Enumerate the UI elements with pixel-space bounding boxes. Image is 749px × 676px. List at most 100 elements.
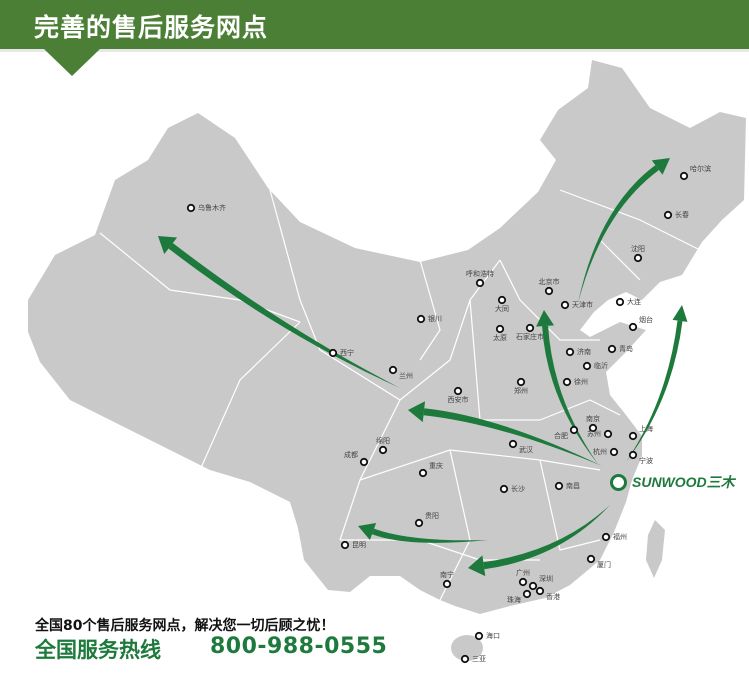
hainan-island — [451, 635, 483, 661]
arrow-head-icon — [408, 401, 426, 423]
city-label: 石家庄市 — [516, 332, 544, 341]
city-label: 上海 — [639, 424, 653, 433]
province-border — [99, 232, 301, 323]
city-marker: 天津市 — [560, 300, 593, 310]
location-dot-icon — [418, 468, 428, 478]
city-label: 北京市 — [539, 277, 560, 286]
city-label: 哈尔滨 — [690, 164, 711, 173]
city-marker: 西安市 — [448, 386, 469, 404]
city-label: 烟台 — [639, 315, 653, 324]
location-dot-icon — [663, 210, 673, 220]
china-landmass — [28, 60, 746, 661]
location-dot-icon — [569, 425, 579, 435]
city-label: 杭州 — [593, 447, 607, 456]
location-dot-icon — [628, 450, 638, 460]
header-pointer — [44, 49, 100, 76]
location-dot-icon — [582, 361, 592, 371]
city-marker: 深圳 — [528, 574, 553, 591]
location-dot-icon — [516, 377, 526, 387]
brand-name: SUNWOOD三木 — [632, 474, 735, 490]
city-marker: 上海 — [628, 424, 653, 441]
location-dot-icon — [615, 297, 625, 307]
location-dot-icon — [633, 253, 643, 263]
taiwan-island — [646, 520, 665, 578]
city-label: 深圳 — [539, 574, 553, 583]
service-arrow — [536, 310, 598, 464]
location-dot-icon — [562, 377, 572, 387]
location-dot-icon — [603, 429, 613, 439]
logo-ring-icon — [610, 473, 627, 491]
city-marker: 大连 — [615, 297, 641, 307]
city-label: 西安市 — [448, 395, 469, 404]
city-label: 三亚 — [472, 655, 486, 663]
location-dot-icon — [679, 171, 689, 181]
city-label: 宁波 — [639, 456, 653, 465]
city-marker: 北京市 — [539, 277, 560, 296]
service-arrow — [578, 158, 670, 303]
city-marker: 香港 — [535, 586, 560, 601]
hotline-number[interactable]: 800-988-0555 — [210, 634, 388, 659]
location-dot-icon — [601, 532, 611, 542]
city-marker: 厦门 — [586, 554, 611, 569]
location-dot-icon — [453, 386, 463, 396]
province-border — [199, 321, 301, 471]
city-marker: 杭州 — [593, 447, 619, 457]
city-label: 海口 — [486, 631, 500, 640]
city-marker: 呼和浩特 — [466, 269, 494, 288]
city-label: 大同 — [495, 304, 509, 313]
arrow-head-icon — [672, 305, 688, 322]
arrow-body — [371, 528, 488, 543]
location-dot-icon — [528, 581, 538, 591]
city-marker: 长春 — [663, 210, 689, 220]
city-label: 济南 — [577, 347, 591, 356]
city-marker: 银川 — [416, 314, 442, 324]
location-dot-icon — [416, 314, 426, 324]
service-arrow — [358, 523, 488, 543]
city-marker: 青岛 — [607, 344, 633, 354]
city-marker: 济南 — [565, 347, 591, 357]
province-border — [359, 449, 601, 481]
city-label: 广州 — [516, 568, 530, 577]
city-label: 贵阳 — [425, 511, 439, 520]
arrow-head-icon — [358, 523, 377, 540]
location-dot-icon — [186, 203, 196, 213]
city-marker: 昆明 — [340, 540, 366, 550]
location-dot-icon — [328, 348, 338, 358]
location-dot-icon — [499, 484, 509, 494]
city-label: 天津市 — [572, 300, 593, 309]
city-marker: 郑州 — [514, 377, 528, 395]
location-dot-icon — [607, 344, 617, 354]
service-arrows — [158, 158, 688, 577]
city-marker: 西宁 — [328, 348, 354, 358]
city-label: 成都 — [344, 450, 358, 459]
city-marker: 南京 — [586, 414, 600, 433]
location-dot-icon — [340, 540, 350, 550]
city-marker: 太原 — [493, 324, 507, 342]
city-marker: 苏州 — [587, 429, 613, 439]
location-dot-icon — [628, 431, 638, 441]
province-border — [269, 189, 401, 401]
city-marker: 绵阳 — [376, 436, 390, 455]
location-dot-icon — [588, 423, 598, 433]
city-marker: 长沙 — [499, 484, 525, 494]
arrow-head-icon — [468, 555, 486, 577]
city-marker: 武汉 — [508, 439, 533, 454]
location-dot-icon — [586, 554, 596, 564]
city-label: 武汉 — [519, 445, 533, 454]
city-label: 长沙 — [511, 484, 525, 493]
brand-logo: SUNWOOD三木 — [610, 472, 735, 492]
arrow-body — [168, 242, 400, 388]
city-label: 南昌 — [566, 481, 580, 490]
service-arrow — [626, 305, 688, 462]
city-marker: 广州 — [516, 568, 530, 587]
province-border — [559, 189, 701, 251]
city-label: 长春 — [675, 210, 689, 219]
city-marker: 福州 — [601, 532, 627, 542]
location-dot-icon — [475, 278, 485, 288]
city-label: 大连 — [627, 297, 641, 306]
province-border — [599, 239, 641, 281]
city-label: 呼和浩特 — [466, 269, 494, 278]
province-border — [539, 459, 601, 551]
city-label: 徐州 — [574, 377, 588, 386]
